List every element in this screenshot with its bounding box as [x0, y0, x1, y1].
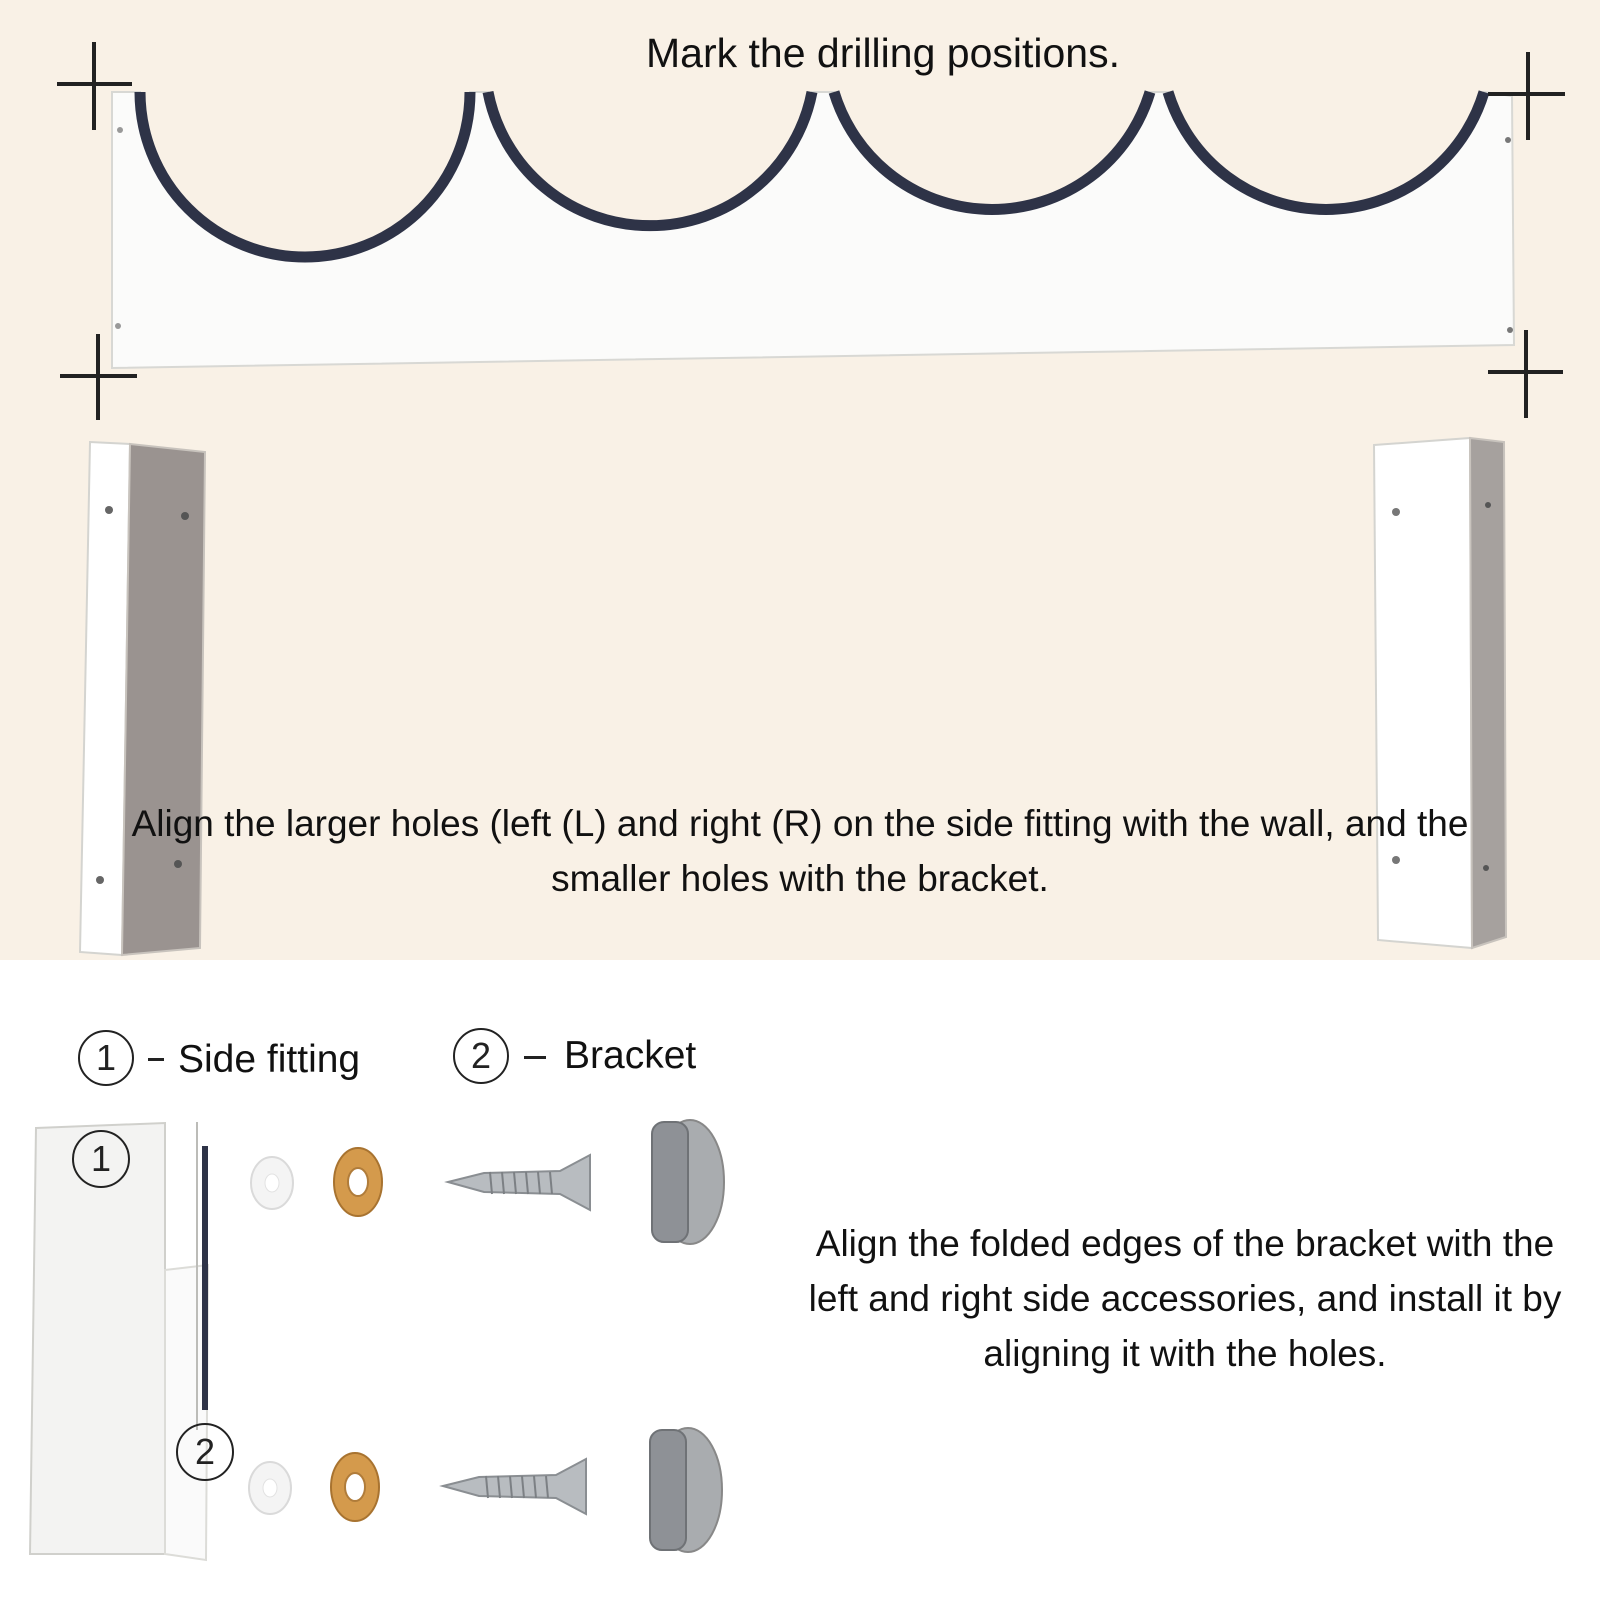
hardware-section: 1 Side fitting 2 Bracket 1 2 Align the f… — [0, 960, 1600, 1600]
drilling-section: Mark the drilling positions. Align the l… — [0, 0, 1600, 960]
legend-number-2: 2 — [453, 1028, 509, 1084]
side-fitting-assembly — [28, 1121, 210, 1562]
legend-side-fitting-label: Side fitting — [178, 1038, 361, 1081]
crosshair-marks — [57, 42, 1565, 420]
hardware-illustration — [28, 1119, 725, 1562]
step-align-folded-edges: Align the folded edges of the bracket wi… — [808, 1223, 1562, 1374]
step-align-holes: Align the larger holes (left (L) and rig… — [131, 803, 1469, 899]
part-marker-2: 2 — [176, 1423, 234, 1481]
fastener-set-top — [250, 1119, 725, 1245]
fastener-set-bottom — [248, 1427, 723, 1553]
step-mark-drilling-positions: Mark the drilling positions. — [646, 30, 1120, 76]
part-marker-1: 1 — [72, 1130, 130, 1188]
left-side-fitting — [78, 440, 207, 957]
legend-dash-2 — [524, 1056, 546, 1059]
legend-bracket-label: Bracket — [564, 1034, 697, 1077]
right-side-fitting — [1372, 436, 1508, 950]
legend-number-1: 1 — [78, 1030, 134, 1086]
legend-dash-1 — [148, 1058, 164, 1061]
scalloped-bracket — [111, 90, 1516, 370]
drilling-illustration — [57, 42, 1565, 957]
